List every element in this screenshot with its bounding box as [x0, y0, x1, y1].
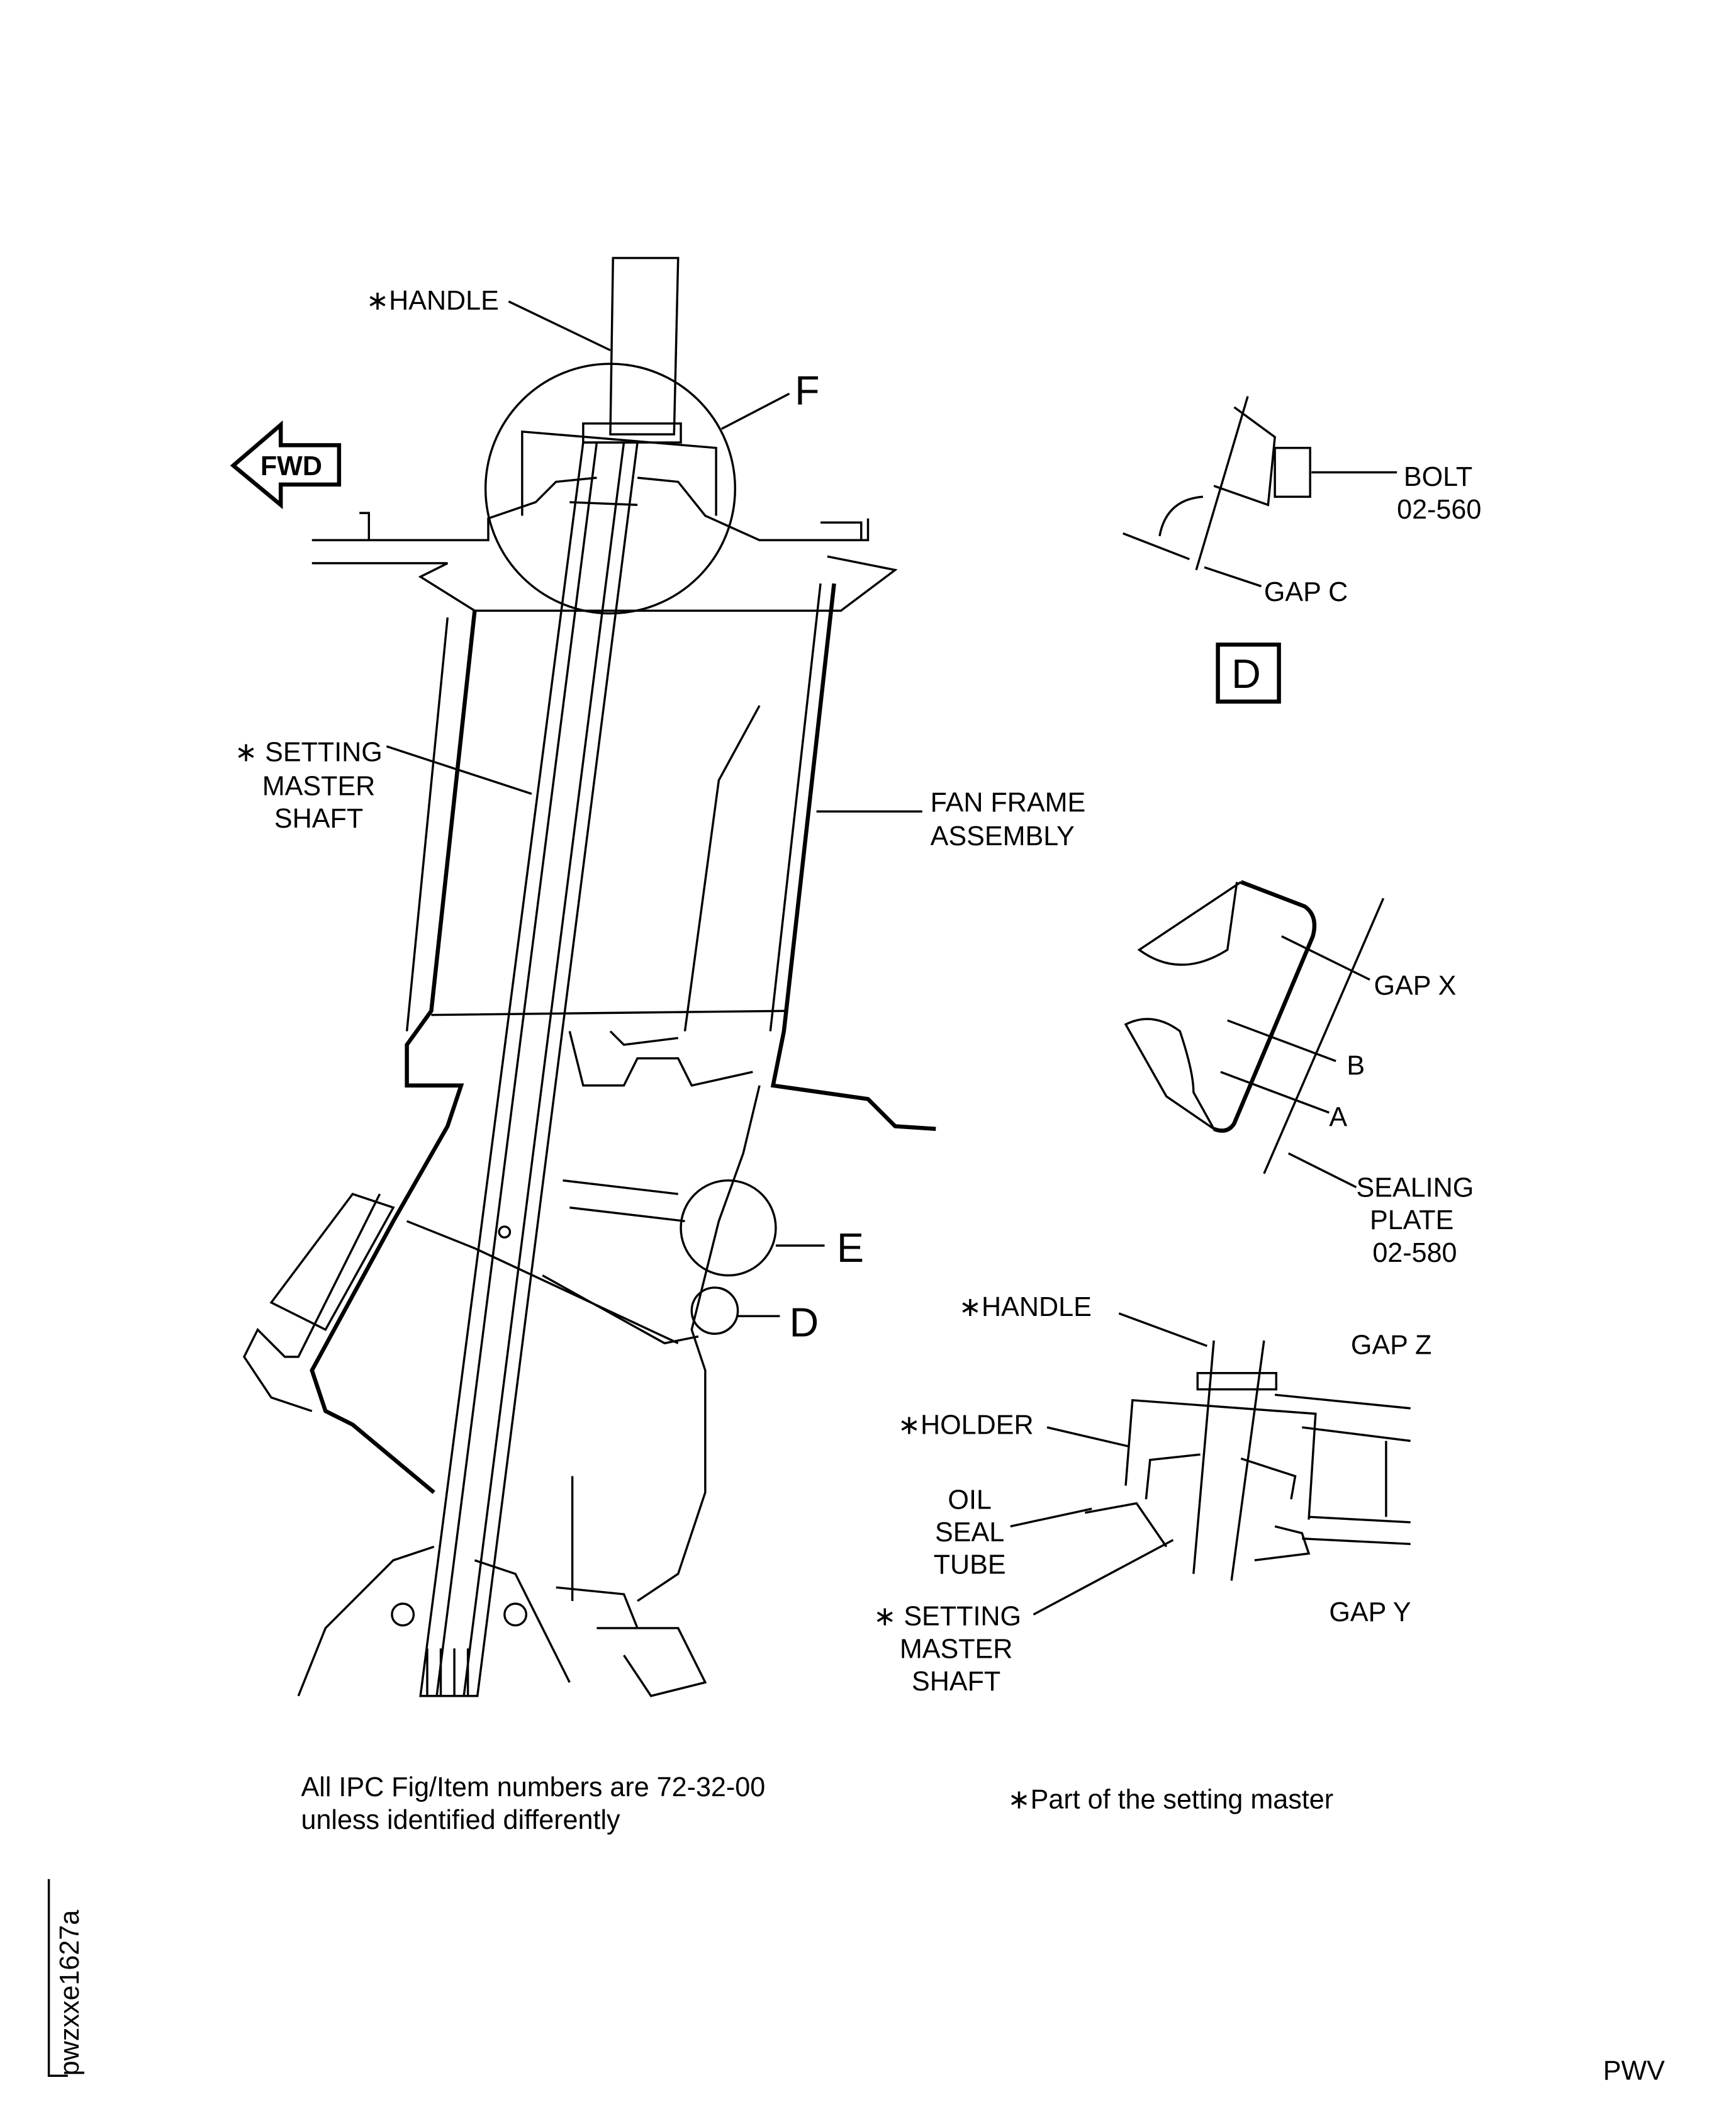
detail-e-label: E: [837, 1225, 864, 1271]
main-assembly-drawing: [242, 257, 936, 1697]
view-f-drawing: [1010, 1312, 1411, 1616]
gap-x-label: GAP X: [1374, 970, 1456, 1001]
sealing-plate-label-2: PLATE: [1370, 1205, 1453, 1235]
fan-frame-label-1: FAN FRAME: [931, 787, 1086, 818]
gap-c-label: GAP C: [1264, 577, 1348, 607]
setting-master-shaft-label-2: MASTER: [262, 771, 376, 801]
view-e-drawing: [1124, 880, 1385, 1188]
sealing-plate-label-1: SEALING: [1356, 1173, 1474, 1203]
ipc-note-line-2: unless identified differently: [301, 1805, 621, 1835]
fwd-label: FWD: [260, 451, 322, 481]
holder-label: ∗HOLDER: [898, 1410, 1034, 1441]
b-label: B: [1347, 1051, 1365, 1081]
detail-d-label: D: [789, 1300, 819, 1346]
setting-master-shaft-label-1: ∗ SETTING: [235, 738, 383, 768]
gap-y-label: GAP Y: [1329, 1597, 1411, 1628]
setting-master-shaft-detail-label-3: SHAFT: [912, 1667, 1000, 1697]
setting-master-note: ∗Part of the setting master: [1008, 1785, 1334, 1815]
oil-seal-tube-label-3: TUBE: [934, 1550, 1006, 1580]
gap-z-label: GAP Z: [1351, 1330, 1432, 1361]
view-d-box: [1216, 643, 1281, 704]
handle-collar: [582, 422, 682, 444]
ipc-note-line-1: All IPC Fig/Item numbers are 72-32-00: [301, 1772, 766, 1802]
document-code: PWV: [1603, 2056, 1665, 2086]
view-d-label: D: [1231, 651, 1261, 697]
oil-seal-tube-label-2: SEAL: [935, 1517, 1004, 1548]
setting-master-shaft-detail-label-1: ∗ SETTING: [873, 1602, 1021, 1632]
setting-master-shaft: [419, 441, 639, 1697]
detail-f-circle: [484, 363, 736, 615]
a-label: A: [1329, 1102, 1347, 1132]
handle-label: ∗HANDLE: [366, 286, 499, 316]
fan-frame-label-2: ASSEMBLY: [931, 821, 1075, 852]
detail-d-circle: [690, 1286, 739, 1335]
bolt-label-1: BOLT: [1404, 462, 1472, 492]
figure-id: pwzxxe1627a: [55, 1910, 85, 2076]
bolt-label-2: 02-560: [1397, 495, 1481, 525]
handle-detail-label: ∗HANDLE: [959, 1292, 1092, 1322]
detail-f-label: F: [795, 368, 820, 413]
setting-master-shaft-label-3: SHAFT: [274, 804, 363, 834]
oil-seal-tube-label-1: OIL: [948, 1485, 991, 1515]
fwd-arrow: FWD: [230, 420, 342, 510]
detail-e-circle: [680, 1179, 777, 1277]
sealing-plate-label-3: 02-580: [1372, 1238, 1457, 1268]
handle: [609, 257, 680, 436]
view-d-drawing: [1123, 396, 1397, 704]
setting-master-shaft-detail-label-2: MASTER: [900, 1634, 1013, 1664]
